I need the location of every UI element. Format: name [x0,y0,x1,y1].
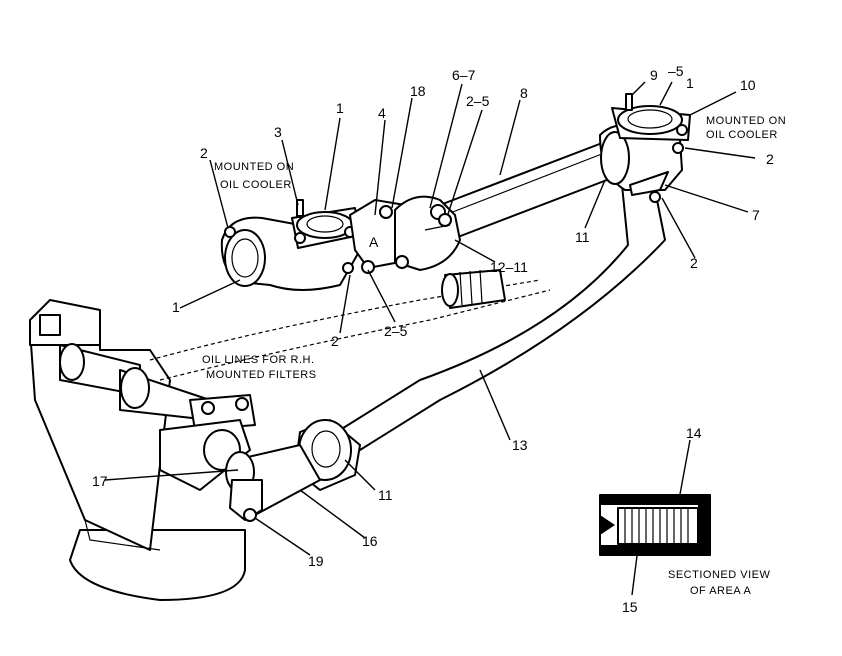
note-oil-lines-line2: MOUNTED FILTERS [206,369,317,381]
note-sectioned-line1: SECTIONED VIEW [668,569,770,581]
note-oil-lines-line1: OIL LINES FOR R.H. [202,354,315,366]
leader-lines [104,81,756,596]
callout-area-a: A [369,234,379,250]
left-elbow-assembly [220,199,361,291]
callout-2-5-bottom: 2–5 [384,323,408,339]
callout-8: 8 [520,85,528,101]
note-mounted-left-line1: MOUNTED ON [214,161,294,173]
callout-1-right: 1 [686,75,694,91]
callout-2-right-upper: 2 [766,151,774,167]
callout-14: 14 [686,425,702,441]
lower-elbow-assembly [225,419,361,522]
callout-7: 7 [752,207,760,223]
callout-9: 9 [650,67,658,83]
note-sectioned-line2: OF AREA A [690,585,752,597]
callout-3: 3 [274,124,282,140]
callout-15: 15 [622,599,638,615]
callout-12-11: 12–11 [490,259,528,275]
callout-5: –5 [668,63,684,79]
note-mounted-left-line2: OIL COOLER [220,179,292,191]
callout-19: 19 [308,553,324,569]
callout-2-center: 2 [331,333,339,349]
callout-2-left: 2 [200,145,208,161]
callout-4: 4 [378,105,386,121]
engine-block [29,299,256,601]
callout-10: 10 [740,77,756,93]
callout-16: 16 [362,533,378,549]
callout-1-top: 1 [336,100,344,116]
callout-11-lower: 11 [378,487,393,503]
tube-13 [339,184,666,451]
callout-11-upper: 11 [575,229,590,245]
callout-18: 18 [410,83,426,99]
sectioned-view-area-a [599,494,711,556]
note-mounted-right-line2: OIL COOLER [706,129,778,141]
callout-6-7: 6–7 [452,67,476,83]
rh-filter-oil-lines [149,269,551,381]
callout-2-right-lower: 2 [690,255,698,271]
note-mounted-right-line1: MOUNTED ON [706,115,786,127]
callout-1-left: 1 [172,299,180,315]
callout-13: 13 [512,437,528,453]
center-manifold [349,195,461,274]
right-elbow-assembly [599,93,691,203]
callout-17: 17 [92,473,108,489]
callout-2-5-top: 2–5 [466,93,490,109]
